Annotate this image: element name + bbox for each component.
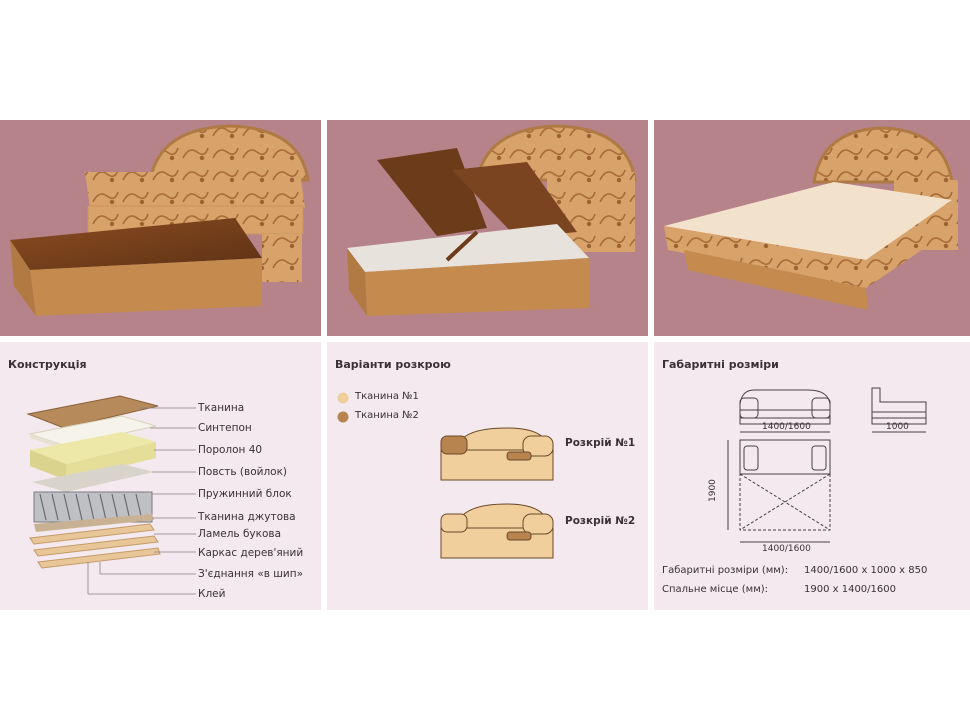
layer-label-6: Ламель букова	[198, 528, 282, 540]
photo-unfolded-bed	[654, 120, 970, 336]
dimensions-title: Габаритні розміри	[662, 358, 779, 371]
layer-label-0: Тканина	[198, 402, 245, 414]
variant2-label: Розкрій №2	[565, 515, 636, 527]
fabric2-swatch	[337, 411, 349, 423]
fabric1-label: Тканина №1	[355, 391, 419, 402]
layer-label-3: Повсть (войлок)	[198, 466, 288, 478]
layer-label-9: Клей	[198, 588, 226, 600]
layer-label-1: Синтепон	[198, 422, 252, 434]
photo-pullout-drawer	[0, 120, 321, 336]
construction-panel: Конструкція	[0, 342, 321, 610]
construction-layers-diagram	[26, 395, 196, 595]
layer-label-5: Тканина джутова	[198, 511, 296, 523]
dimensions-drawing	[727, 387, 927, 543]
overall-size-value: 1400/1600 х 1000 х 850	[804, 565, 928, 576]
fabric2-label: Тканина №2	[355, 410, 419, 421]
front-width-dim: 1400/1600	[762, 422, 811, 432]
cutting-variants-diagram	[337, 392, 554, 559]
cutting-variants-panel: Варіанти розкрою Тканина №1 Тканина №2 Р…	[327, 342, 648, 610]
layer-label-7: Каркас дерев'яний	[198, 547, 304, 559]
photo-storage-open	[327, 120, 648, 336]
construction-title: Конструкція	[8, 358, 87, 371]
sofa-pullout-drawer-image	[10, 124, 310, 316]
sofa-variant1-icon	[440, 427, 554, 481]
cutting-title: Варіанти розкрою	[335, 358, 451, 371]
overall-size-label: Габаритні розміри (мм):	[662, 565, 789, 576]
sleeping-area-value: 1900 х 1400/1600	[804, 584, 896, 595]
fabric1-swatch	[337, 392, 349, 404]
sofa-storage-open-image	[347, 124, 637, 316]
plan-width-dim: 1400/1600	[762, 544, 811, 554]
sofa-unfolded-bed-image	[664, 126, 958, 310]
layer-label-2: Поролон 40	[198, 444, 263, 456]
sofa-variant2-icon	[440, 503, 554, 559]
variant1-label: Розкрій №1	[565, 437, 636, 449]
layer-label-8: З'єднання «в шип»	[198, 568, 303, 580]
layer-label-4: Пружинний блок	[198, 488, 292, 500]
side-depth-dim: 1000	[886, 422, 909, 432]
sleeping-area-label: Спальне місце (мм):	[662, 584, 769, 595]
length-dim: 1900	[708, 479, 718, 502]
dimensions-panel: Габаритні розміри 1400/1600	[654, 342, 970, 610]
